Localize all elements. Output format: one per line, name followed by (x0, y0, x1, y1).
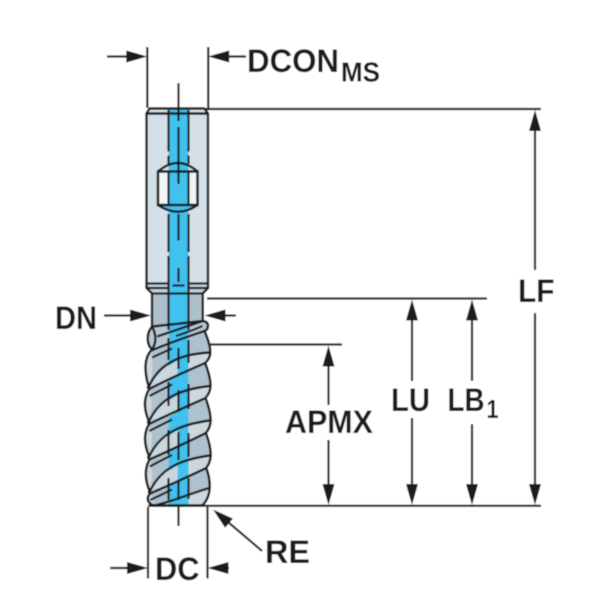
svg-text:APMX: APMX (285, 404, 374, 440)
svg-text:LU: LU (391, 382, 430, 418)
svg-text:MS: MS (341, 57, 380, 88)
svg-text:LF: LF (518, 273, 555, 309)
svg-text:1: 1 (487, 394, 499, 424)
svg-text:RE: RE (265, 534, 310, 570)
svg-text:LB: LB (448, 382, 485, 418)
svg-text:DC: DC (155, 551, 200, 587)
svg-text:DCON: DCON (247, 43, 339, 79)
svg-text:DN: DN (55, 300, 97, 336)
